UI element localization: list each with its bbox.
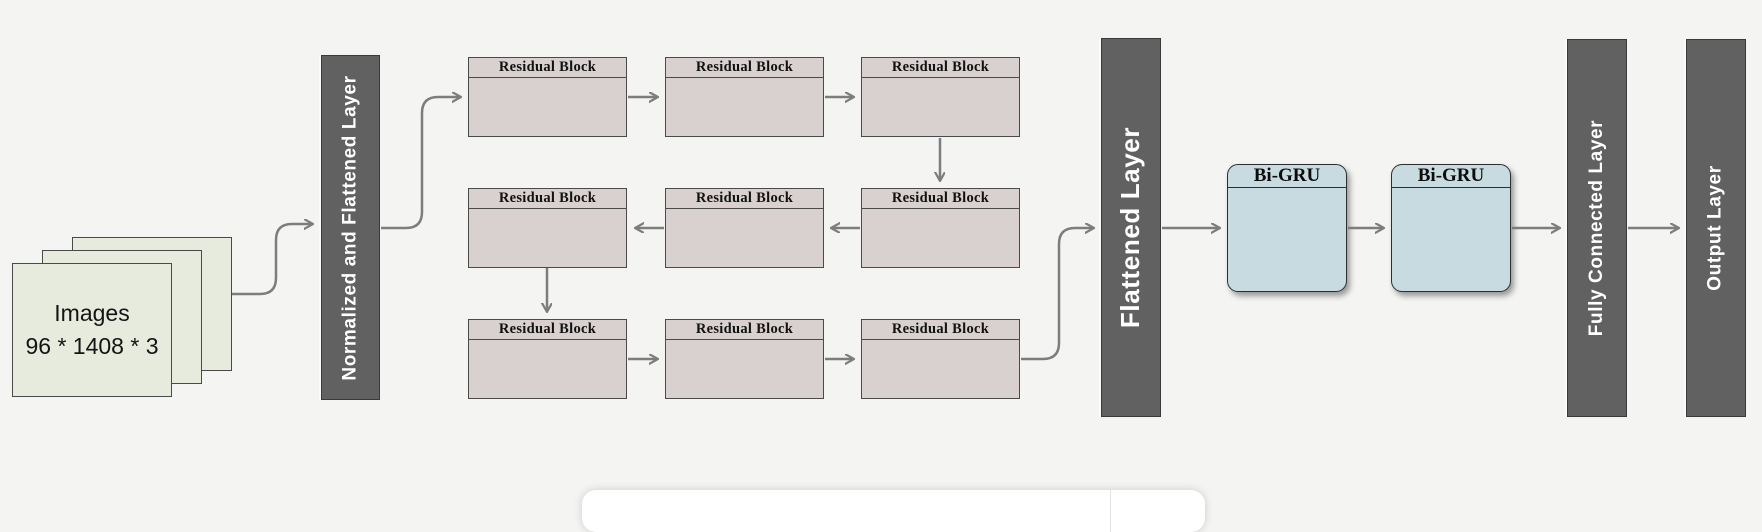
residual-block-title: Residual Block	[862, 320, 1019, 340]
residual-block-r1c1: Residual Block	[468, 57, 627, 137]
bigru-title: Bi-GRU	[1228, 165, 1346, 188]
images-label: Images	[54, 300, 130, 326]
output-layer-label: Output Layer	[1705, 165, 1726, 291]
arrow-normalized-to-r1c1	[381, 97, 460, 230]
residual-block-r2c3: Residual Block	[861, 188, 1020, 268]
residual-block-title: Residual Block	[666, 189, 823, 209]
bigru-block-2: Bi-GRU	[1391, 164, 1511, 292]
residual-block-title: Residual Block	[862, 189, 1019, 209]
arrow-r3c3-to-flattened	[1021, 228, 1093, 361]
arrow-images-to-normalized	[232, 224, 312, 296]
flattened-layer-label: Flattened Layer	[1115, 126, 1146, 329]
toolbar-divider	[1110, 490, 1111, 532]
residual-block-title: Residual Block	[469, 58, 626, 78]
fully-connected-layer-bar: Fully Connected Layer	[1567, 39, 1627, 417]
images-dimensions-label: 96 * 1408 * 3	[25, 333, 159, 359]
residual-block-r3c1: Residual Block	[468, 319, 627, 399]
bigru-title: Bi-GRU	[1392, 165, 1510, 188]
normalized-flattened-layer-bar: Normalized and Flattened Layer	[321, 55, 380, 400]
normalized-flattened-layer-label: Normalized and Flattened Layer	[339, 74, 361, 381]
residual-block-title: Residual Block	[469, 189, 626, 209]
residual-block-r1c2: Residual Block	[665, 57, 824, 137]
residual-block-title: Residual Block	[469, 320, 626, 340]
residual-block-r1c3: Residual Block	[861, 57, 1020, 137]
bigru-block-1: Bi-GRU	[1227, 164, 1347, 292]
images-stack-front-card: Images 96 * 1408 * 3	[12, 263, 172, 397]
residual-block-title: Residual Block	[666, 58, 823, 78]
architecture-diagram: Images 96 * 1408 * 3 Normalized and Flat…	[12, 38, 1746, 532]
residual-block-title: Residual Block	[666, 320, 823, 340]
residual-block-r3c2: Residual Block	[665, 319, 824, 399]
residual-block-title: Residual Block	[862, 58, 1019, 78]
residual-block-r2c2: Residual Block	[665, 188, 824, 268]
residual-block-r2c1: Residual Block	[468, 188, 627, 268]
fully-connected-layer-label: Fully Connected Layer	[1586, 119, 1607, 337]
residual-block-r3c3: Residual Block	[861, 319, 1020, 399]
output-layer-bar: Output Layer	[1686, 39, 1746, 417]
flattened-layer-bar: Flattened Layer	[1101, 38, 1161, 417]
bottom-toolbar-card	[582, 490, 1205, 532]
